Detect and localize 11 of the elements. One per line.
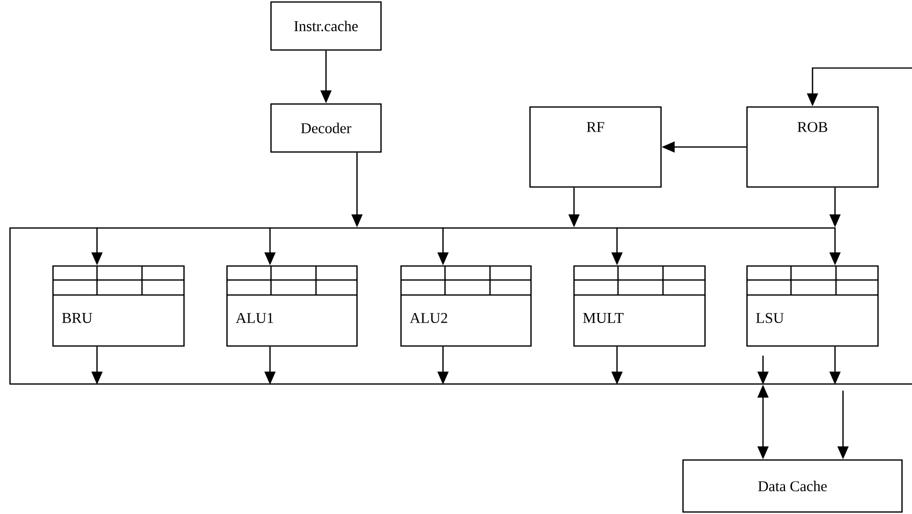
unit-box: Decoder [270,103,382,153]
reservation-station: LSU [746,265,879,347]
unit-box: Data Cache [682,459,903,513]
unit-box: RF [529,106,662,188]
unit-box: ROB [746,106,879,188]
unit-box: Instr.cache [270,1,382,51]
reservation-station: ALU2 [400,265,532,347]
reservation-station: BRU [52,265,185,347]
reservation-station: ALU1 [226,265,358,347]
reservation-station: MULT [573,265,706,347]
bus-frame [9,227,912,385]
